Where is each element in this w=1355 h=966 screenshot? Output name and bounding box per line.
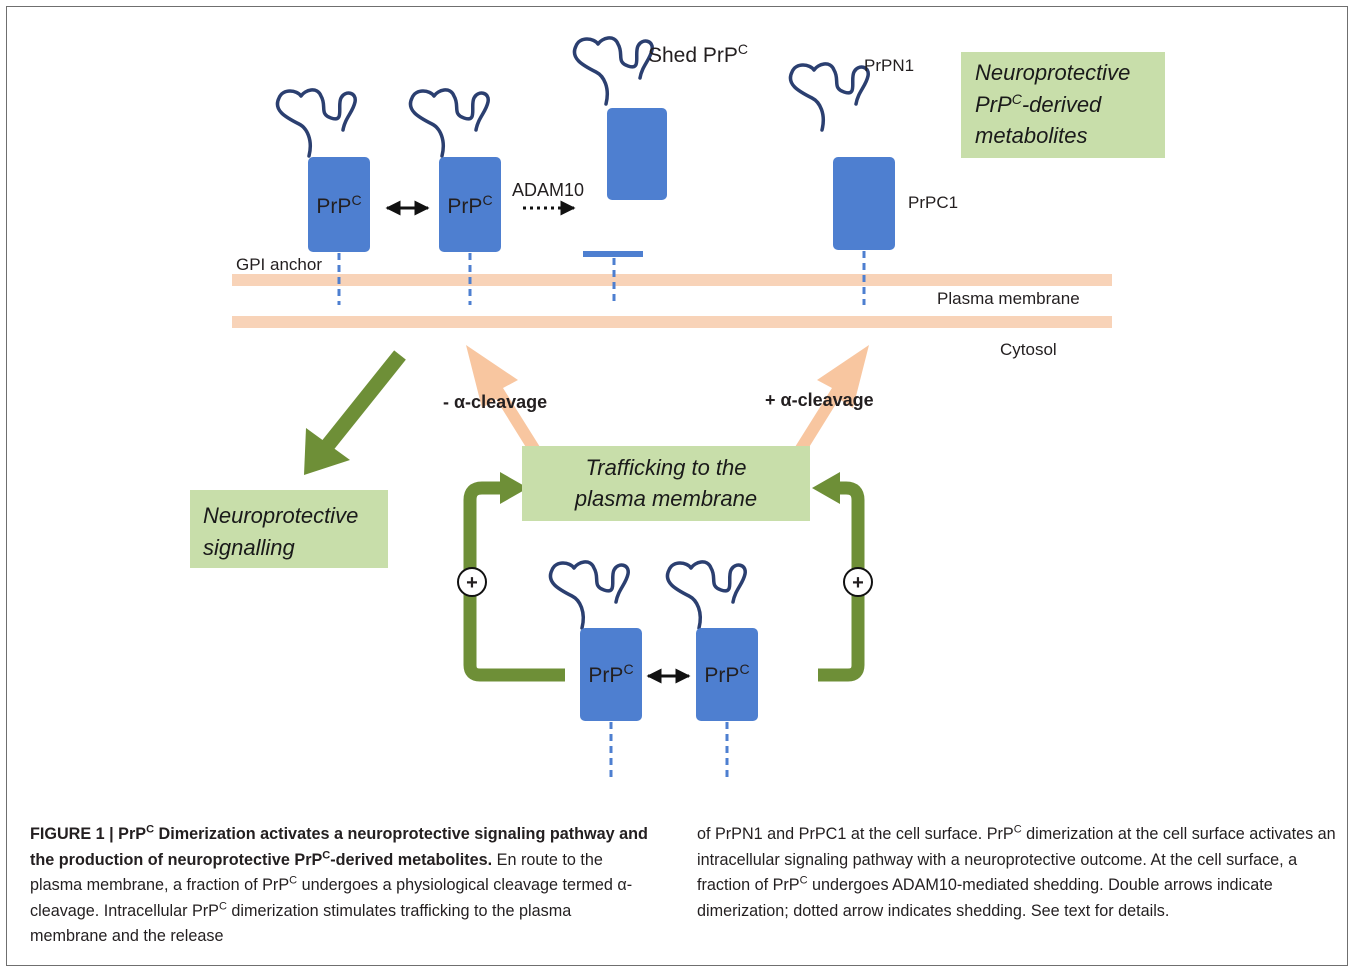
figure-caption: FIGURE 1 | PrPC Dimerization activates a… xyxy=(30,822,1336,949)
prpn1: PrPN1 xyxy=(788,56,914,132)
svg-text:PrPC: PrPC xyxy=(704,661,749,687)
svg-text:PrPC: PrPC xyxy=(447,192,492,218)
svg-text:+: + xyxy=(466,572,478,594)
svg-text:plasma membrane: plasma membrane xyxy=(574,486,757,511)
cytosol-label: Cytosol xyxy=(1000,340,1057,359)
gpi-anchor-stub xyxy=(583,251,643,305)
box-neuroprotective-signalling: Neuroprotective signalling xyxy=(190,490,388,568)
prpc-intracellular-right: PrPC xyxy=(665,560,758,778)
caption-right-column: of PrPN1 and PrPC1 at the cell surface. … xyxy=(697,823,1336,920)
svg-text:PrPC: PrPC xyxy=(316,192,361,218)
svg-text:metabolites: metabolites xyxy=(975,123,1088,148)
prpc-surface-right: PrPC xyxy=(408,88,501,305)
plasma-membrane-label: Plasma membrane xyxy=(937,289,1080,308)
svg-text:Neuroprotective: Neuroprotective xyxy=(203,503,358,528)
svg-text:PrPC1: PrPC1 xyxy=(908,193,958,212)
adam10-label: ADAM10 xyxy=(512,180,584,200)
svg-text:+: + xyxy=(852,572,864,594)
box-trafficking: Trafficking to the plasma membrane xyxy=(522,446,810,521)
plus-alpha-cleavage-label: + α-cleavage xyxy=(765,390,874,410)
svg-text:Trafficking to the: Trafficking to the xyxy=(586,455,747,480)
plasma-membrane-inner-leaflet xyxy=(232,316,1112,328)
minus-alpha-cleavage-label: - α-cleavage xyxy=(443,392,547,412)
plus-alpha-cleavage-arrow xyxy=(790,345,869,465)
svg-text:Neuroprotective: Neuroprotective xyxy=(975,60,1130,85)
caption-title: FIGURE 1 | PrPC Dimerization activates a… xyxy=(30,823,648,869)
prpc-surface-left: PrPC xyxy=(275,88,370,305)
prp-dimerization-diagram: + + Neuroprotective PrPC-derived metabol… xyxy=(190,36,1165,778)
svg-text:PrPC: PrPC xyxy=(588,661,633,687)
plasma-membrane-outer-leaflet xyxy=(232,274,1112,286)
minus-alpha-cleavage-arrow xyxy=(466,345,545,465)
right-plus-symbol: + xyxy=(843,567,873,597)
caption-left-column: FIGURE 1 | PrPC Dimerization activates a… xyxy=(30,823,648,945)
prpc1: PrPC1 xyxy=(833,157,958,305)
svg-text:PrPN1: PrPN1 xyxy=(864,56,914,75)
neuroprotective-signalling-arrow xyxy=(304,350,406,475)
svg-text:PrPC-derived: PrPC-derived xyxy=(975,91,1102,117)
shed-prpc: Shed PrPC xyxy=(572,36,748,200)
prpc-intracellular-left: PrPC xyxy=(548,560,642,778)
svg-text:signalling: signalling xyxy=(203,535,295,560)
left-plus-symbol: + xyxy=(457,567,487,597)
svg-text:Shed PrPC: Shed PrPC xyxy=(648,41,748,67)
gpi-anchor-label: GPI anchor xyxy=(236,255,322,274)
box-neuroprotective-metabolites: Neuroprotective PrPC-derived metabolites xyxy=(961,52,1165,158)
